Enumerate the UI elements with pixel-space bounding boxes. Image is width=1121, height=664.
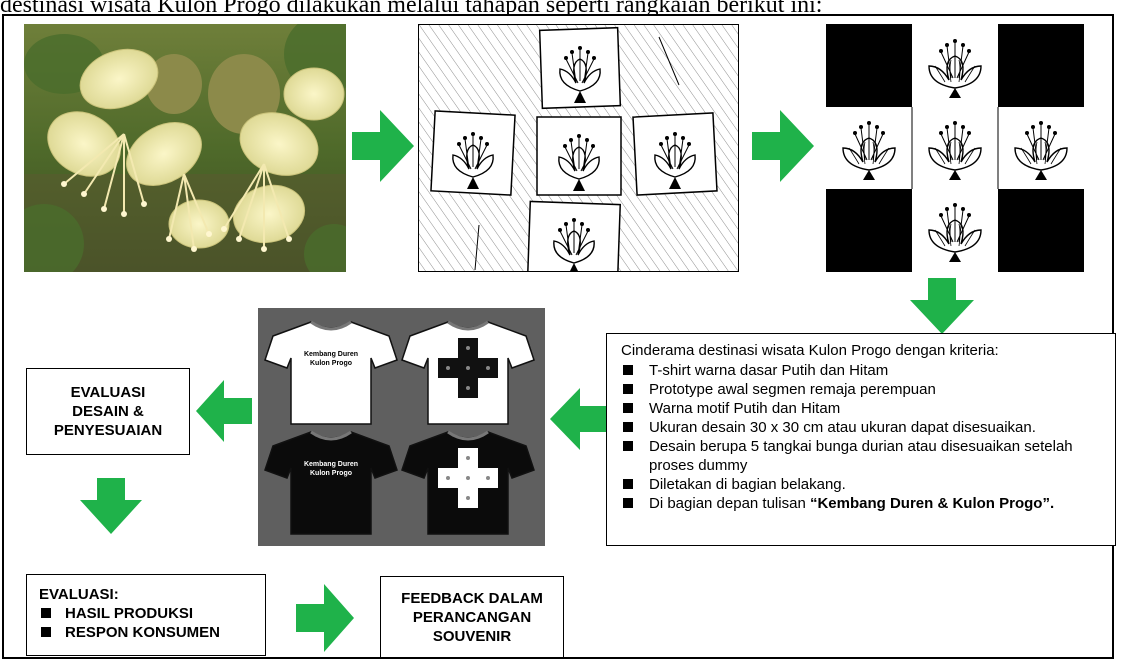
criteria-item-last: Di bagian depan tulisan “Kembang Duren &… xyxy=(621,494,1105,513)
evaluasi-item: HASIL PRODUKSI xyxy=(39,604,265,623)
arrow-down-icon xyxy=(80,478,142,534)
criteria-item: Warna motif Putih dan Hitam xyxy=(621,399,1105,418)
shirt-text-white-line2: Kulon Progo xyxy=(310,360,352,367)
criteria-last-bold: “Kembang Duren & Kulon Progo”. xyxy=(809,495,1055,512)
shirt-text-white-line1: Kembang Duren xyxy=(304,351,358,358)
flower-sketch xyxy=(418,24,739,272)
arrow-right-icon xyxy=(352,110,414,182)
flower-pattern xyxy=(826,24,1084,272)
evaluasi-heading: EVALUASI: xyxy=(39,586,119,603)
tshirt-mockups: Kembang Duren Kulon Progo Kembang Duren … xyxy=(258,308,545,546)
durian-flower-photo xyxy=(24,24,346,272)
shirt-text-black-line1: Kembang Duren xyxy=(304,461,358,468)
arrow-left-icon xyxy=(196,380,252,442)
evaluasi-box: EVALUASI: HASIL PRODUKSI RESPON KONSUMEN xyxy=(26,574,266,656)
arrow-right-icon xyxy=(752,110,814,182)
feedback-box: FEEDBACK DALAM PERANCANGAN SOUVENIR xyxy=(380,576,564,658)
criteria-box: Cinderama destinasi wisata Kulon Progo d… xyxy=(606,333,1116,546)
arrow-right-icon xyxy=(296,584,354,652)
shirt-text-black-line2: Kulon Progo xyxy=(310,470,352,477)
intro-sentence: destinasi wisata Kulon Progo dilakukan m… xyxy=(0,0,823,16)
criteria-item: Diletakan di bagian belakang. xyxy=(621,475,1105,494)
arrow-down-icon xyxy=(910,278,974,334)
evaluasi-desain-box: EVALUASI DESAIN & PENYESUAIAN xyxy=(26,368,190,455)
evaluasi-item: RESPON KONSUMEN xyxy=(39,623,265,642)
criteria-last-prefix: Di bagian depan tulisan xyxy=(649,495,810,512)
criteria-item: Desain berupa 5 tangkai bunga durian ata… xyxy=(621,437,1105,475)
criteria-item: Prototype awal segmen remaja perempuan xyxy=(621,380,1105,399)
criteria-item: Ukuran desain 30 x 30 cm atau ukuran dap… xyxy=(621,418,1105,437)
criteria-item: T-shirt warna dasar Putih dan Hitam xyxy=(621,361,1105,380)
arrow-left-icon xyxy=(550,388,608,450)
criteria-heading: Cinderama destinasi wisata Kulon Progo d… xyxy=(621,342,999,359)
